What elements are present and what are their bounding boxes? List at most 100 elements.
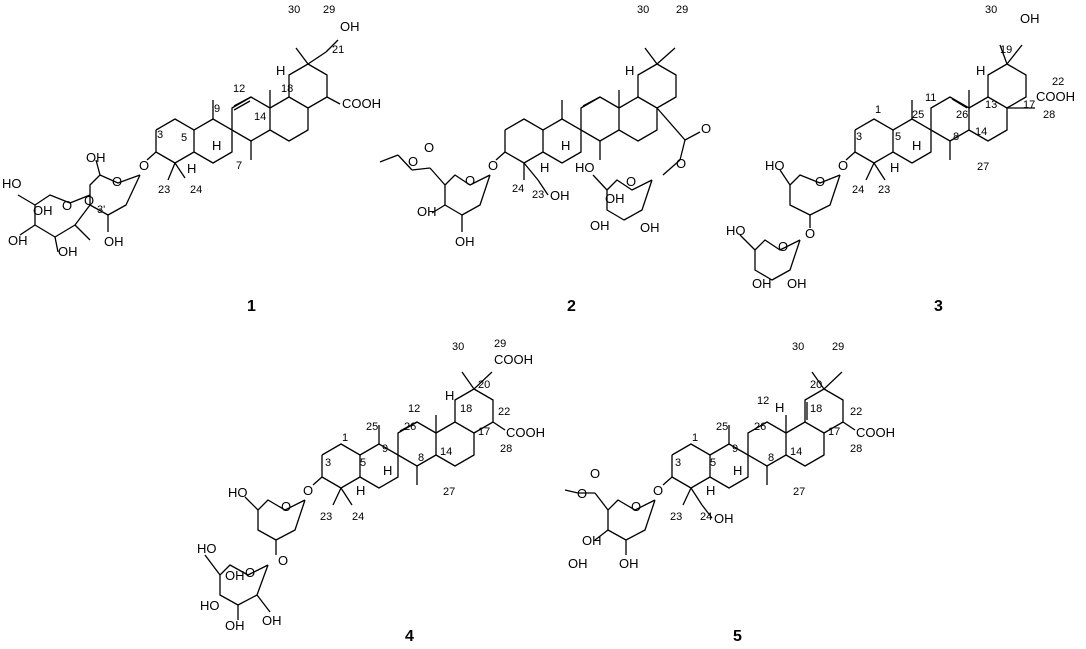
compound-5-label-c28: 28 <box>850 443 862 455</box>
compound-3-label-c3: 3 <box>856 131 862 143</box>
compound-5-oh-a: OH <box>582 533 602 548</box>
compound-4-h18: H <box>445 388 454 403</box>
compound-5-structure: 30 29 20 22 18 17 COOH 28 12 25 26 1 9 8… <box>564 341 895 571</box>
compound-2-oh23: OH <box>550 188 570 203</box>
compound-1-label-c14: 14 <box>254 111 266 123</box>
compound-2-glc-ho: HO <box>575 160 595 175</box>
compound-1-label-c9: 9 <box>214 103 220 115</box>
compound-4-label-c30: 30 <box>452 341 464 353</box>
compound-3-label-c26: 26 <box>956 109 968 121</box>
compound-4-label-c1: 1 <box>342 432 348 444</box>
compound-4-label-c14: 14 <box>440 446 452 458</box>
compound-4-label-c25: 25 <box>366 421 378 433</box>
compound-5-label-c17: 17 <box>828 426 840 438</box>
compound-1-structure: 30 29 OH 21 12 18 14 9 5 7 3 23 24 3' H … <box>2 4 381 259</box>
compound-1-oh29: OH <box>340 19 360 34</box>
compound-5-label-c25: 25 <box>716 421 728 433</box>
compound-3-label-c24: 24 <box>852 184 864 196</box>
compound-1-oh-e: OH <box>58 244 78 259</box>
compound-5-label-c29: 29 <box>832 341 844 353</box>
compound-5-label-c8: 8 <box>768 452 774 464</box>
compound-3-label-c8: 8 <box>953 131 959 143</box>
compound-4-label-c28: 28 <box>500 443 512 455</box>
compound-4-cooh28: COOH <box>506 425 545 440</box>
compound-4-label-c24: 24 <box>352 511 364 523</box>
compound-2-structure: 30 29 24 23 H H H O OH O O O OH OH O O H… <box>379 4 711 249</box>
compound-3-oh20: OH <box>1020 11 1040 26</box>
compound-3-h18: H <box>976 63 985 78</box>
compound-2-c28o2: O <box>676 156 686 171</box>
compound-1-h9: H <box>212 138 221 153</box>
compound-1-h5: H <box>187 161 196 176</box>
compound-1-number: 1 <box>247 298 256 315</box>
compound-5-label-c26: 26 <box>754 421 766 433</box>
compound-4-glc-oh3: HO <box>200 598 220 613</box>
compound-1-o-link: O <box>84 193 94 208</box>
compound-4-glc-ho: HO <box>197 541 217 556</box>
compound-5-h9: H <box>733 463 742 478</box>
compound-3-rha-o: O <box>778 239 788 254</box>
compound-2-h9: H <box>561 138 570 153</box>
compound-1-h18: H <box>276 63 285 78</box>
compound-5-label-c18: 18 <box>810 403 822 415</box>
compound-5-h13: H <box>775 400 784 415</box>
compound-1-label-c18: 18 <box>281 83 293 95</box>
compound-3-h5: H <box>890 160 899 175</box>
compound-4-label-c3: 3 <box>325 457 331 469</box>
compound-1-label-c7: 7 <box>236 160 242 172</box>
compound-3-label-c11: 11 <box>925 92 936 104</box>
compound-1-label-c12: 12 <box>233 83 245 95</box>
compound-4-ara-o: O <box>281 499 291 514</box>
compound-1-label-c24: 24 <box>190 184 202 196</box>
compound-1-label-c3: 3 <box>157 129 163 141</box>
compound-3-number: 3 <box>934 298 943 315</box>
compound-5-h5: H <box>706 483 715 498</box>
compound-3-cooh: COOH <box>1036 89 1075 104</box>
compound-4-ara-ho: HO <box>228 485 248 500</box>
compound-1-label-c3prime: 3' <box>97 204 105 216</box>
compound-3-label-c5: 5 <box>895 131 901 143</box>
compound-3-h9: H <box>912 138 921 153</box>
compound-3-link-o: O <box>805 226 815 241</box>
compound-4-label-c20: 20 <box>478 379 490 391</box>
compound-4-label-c29: 29 <box>494 338 506 350</box>
compound-4-glc-oh4: OH <box>262 613 282 628</box>
compound-5-number: 5 <box>733 628 742 645</box>
compound-3-o3: O <box>838 158 848 173</box>
compound-3-ara-ho: HO <box>765 158 785 173</box>
compound-4-label-c23: 23 <box>320 511 332 523</box>
compound-5-label-c24: 24 <box>700 511 712 523</box>
compound-3-rha-oh1: OH <box>752 276 772 291</box>
compound-4-label-c26: 26 <box>404 421 416 433</box>
compound-4-label-c27: 27 <box>443 486 455 498</box>
compound-4-glc-oh2: OH <box>225 618 245 633</box>
compound-3-label-c17: 17 <box>1023 99 1035 111</box>
compound-5-o3: O <box>653 483 663 498</box>
compound-4-label-c22: 22 <box>498 406 510 418</box>
compound-2-h5: H <box>540 160 549 175</box>
compound-2-o3: O <box>488 158 498 173</box>
compound-1-o3: O <box>139 158 149 173</box>
compound-2-ester-o2: O <box>424 140 434 155</box>
compound-5-label-c1: 1 <box>692 432 698 444</box>
compound-4-cooh29: COOH <box>494 352 533 367</box>
compound-5-label-c20: 20 <box>810 379 822 391</box>
compound-2-label-c29: 29 <box>676 4 688 16</box>
compound-1-label-c30: 30 <box>288 4 300 16</box>
compound-5-ester-o2: O <box>590 466 600 481</box>
compound-3-rha-ho: HO <box>726 223 746 238</box>
compound-1-oh-c: OH <box>33 203 53 218</box>
compound-5-label-c27: 27 <box>793 486 805 498</box>
compound-5-label-c22: 22 <box>850 406 862 418</box>
compound-5-oh23: OH <box>714 511 734 526</box>
compound-1-o-ring1: O <box>112 174 122 189</box>
compound-1-label-c29: 29 <box>323 4 335 16</box>
compound-5-label-c23: 23 <box>670 511 682 523</box>
compound-1-oh-a: OH <box>86 150 106 165</box>
compound-3-label-c28: 28 <box>1043 109 1055 121</box>
compound-5-ring-o: O <box>631 499 641 514</box>
compound-3-label-c25: 25 <box>912 109 924 121</box>
compound-4-structure: 30 29 COOH 20 22 18 17 COOH 28 12 25 26 … <box>197 338 545 633</box>
compound-3-rha-oh2: OH <box>787 276 807 291</box>
compound-4-o3: O <box>303 483 313 498</box>
